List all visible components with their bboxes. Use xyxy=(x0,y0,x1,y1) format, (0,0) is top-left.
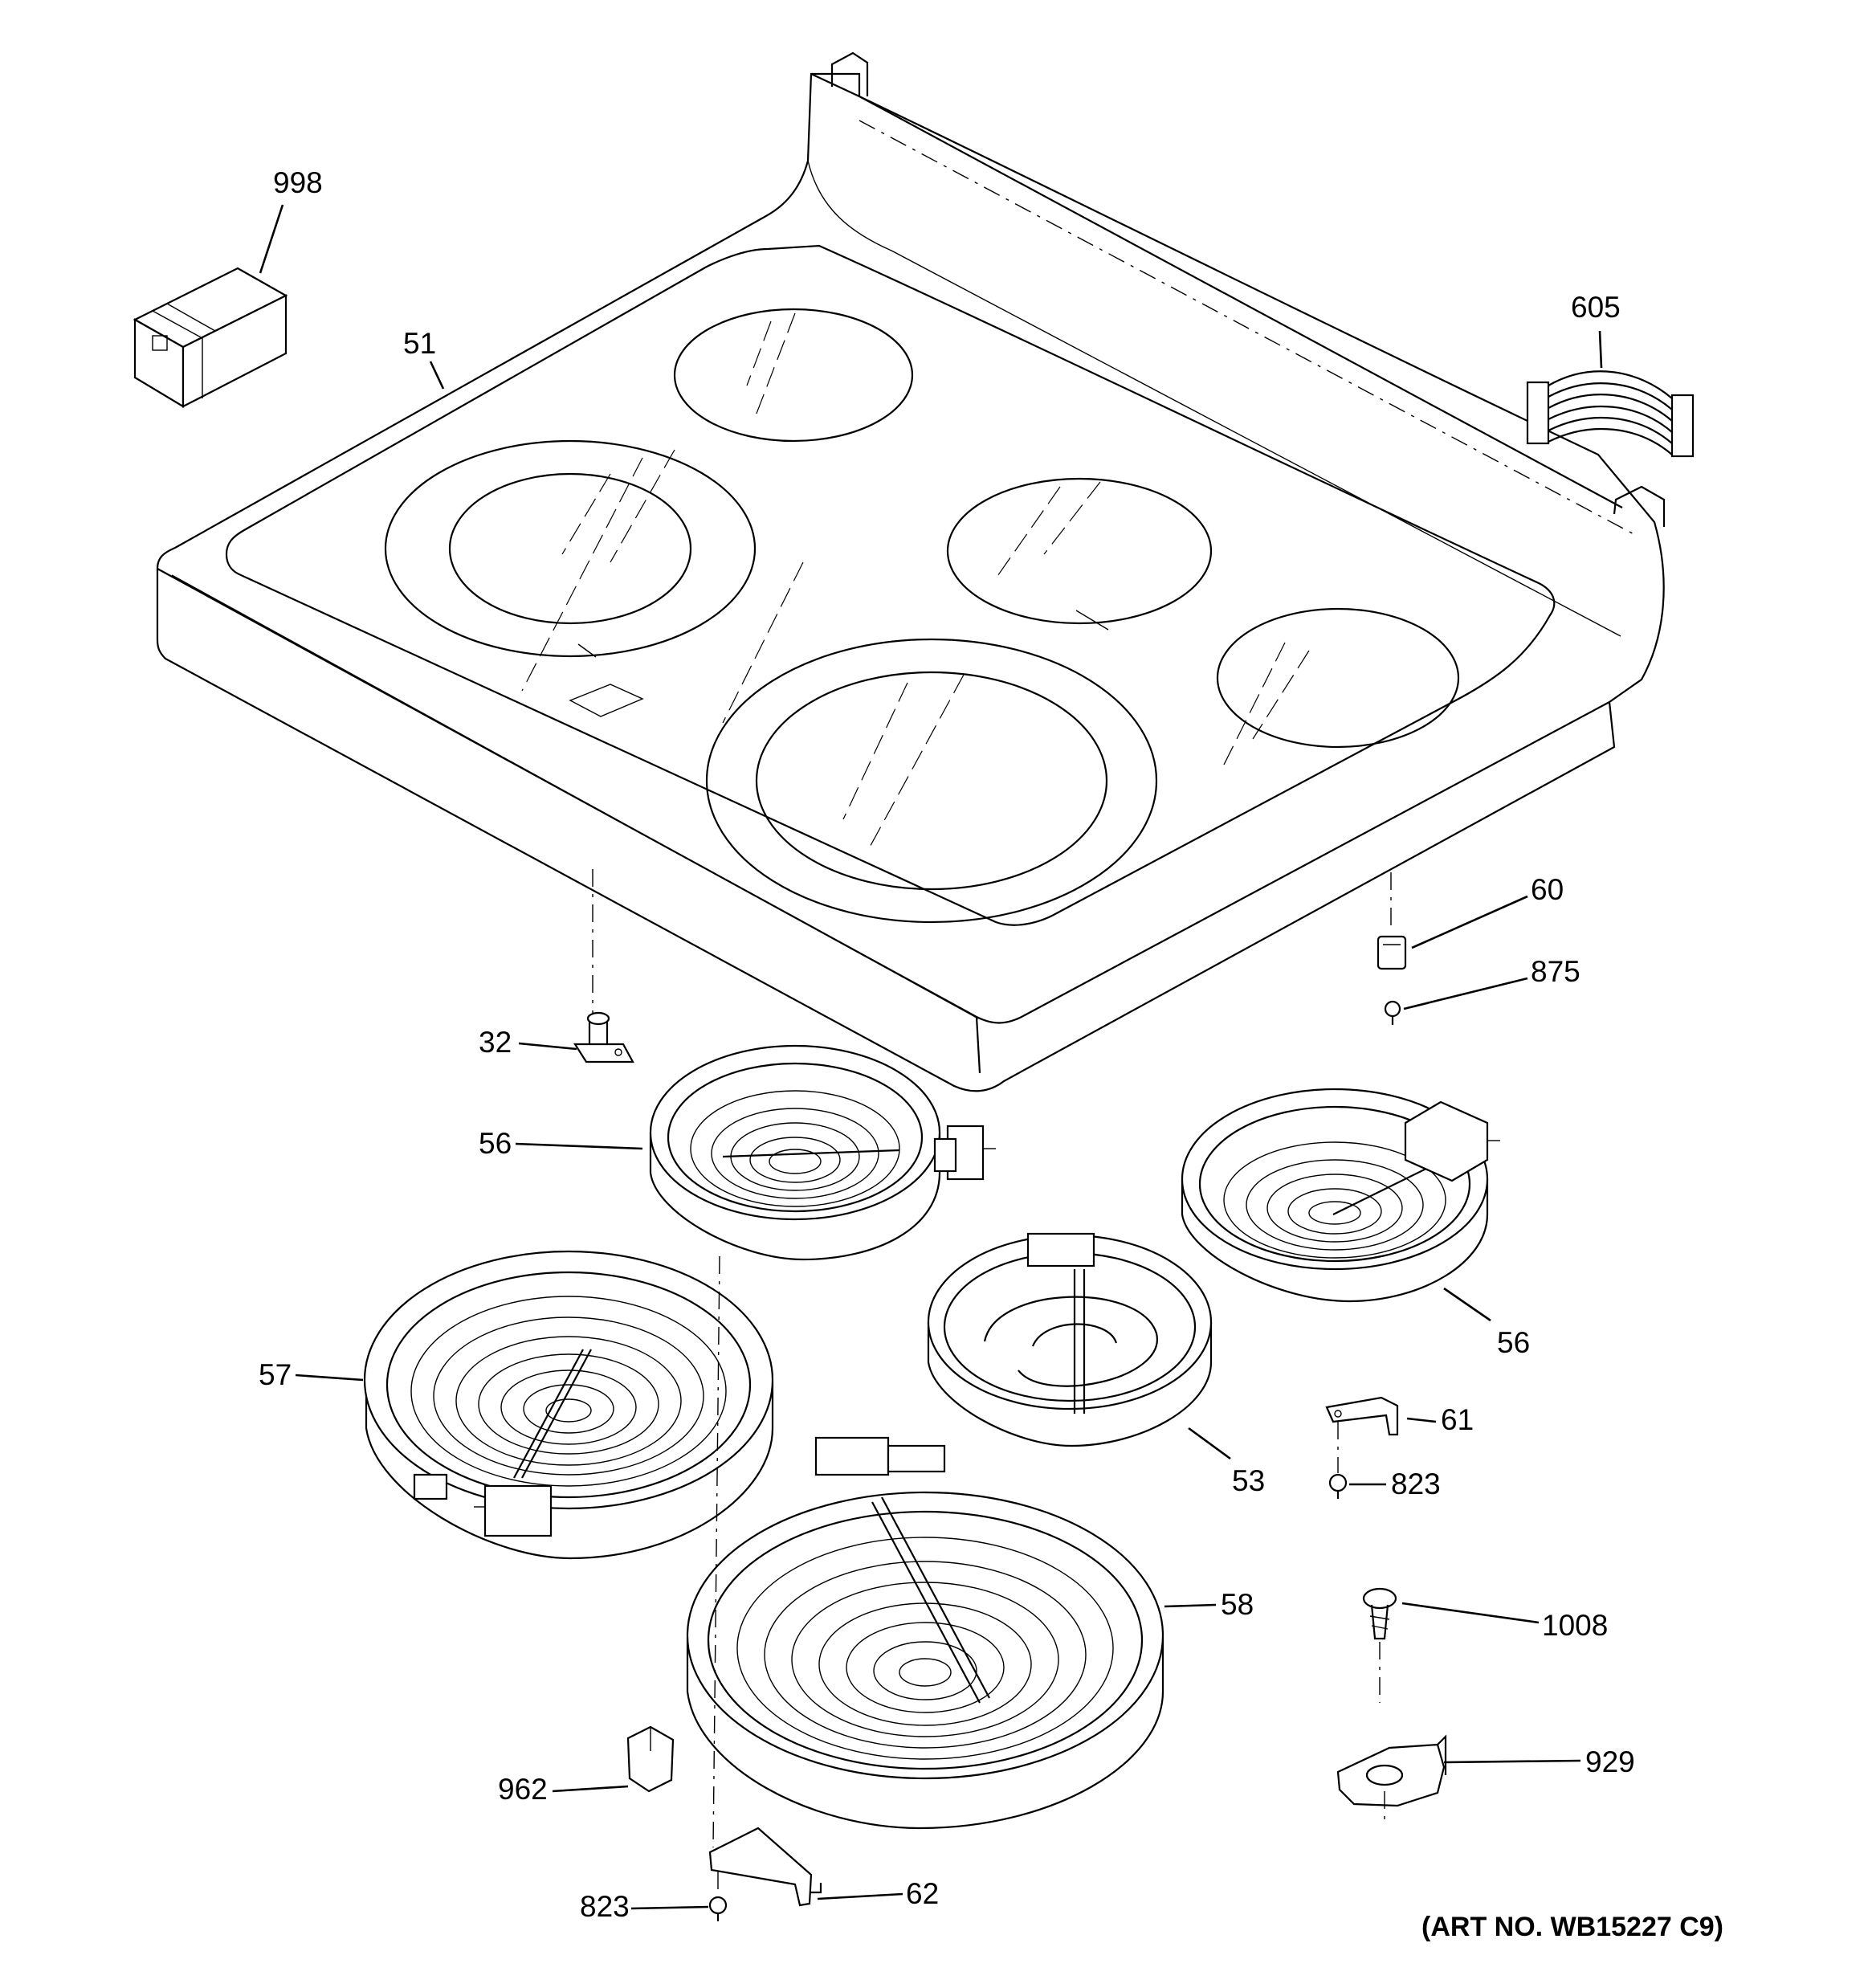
part-605-harness xyxy=(1526,370,1695,458)
part-51-cooktop xyxy=(156,51,1666,1092)
callout-56-left: 56 xyxy=(479,1127,512,1160)
callout-61: 61 xyxy=(1441,1403,1474,1436)
art-number: (ART NO. WB15227 C9) xyxy=(1421,1912,1723,1942)
part-998-box xyxy=(133,267,288,408)
callout-998: 998 xyxy=(273,166,323,199)
callout-58: 58 xyxy=(1221,1588,1254,1621)
part-53-element xyxy=(927,1232,1213,1447)
callout-51: 51 xyxy=(403,327,436,360)
callout-32: 32 xyxy=(479,1026,512,1059)
callout-56-right: 56 xyxy=(1497,1326,1530,1359)
part-57-element xyxy=(363,1250,774,1560)
part-823-screw-left xyxy=(708,1255,728,1921)
part-875-screw xyxy=(1384,1000,1401,1025)
callout-1008: 1008 xyxy=(1542,1609,1608,1642)
callout-60: 60 xyxy=(1531,873,1564,906)
part-62-bracket xyxy=(708,1827,822,1907)
callout-53: 53 xyxy=(1232,1464,1265,1497)
callout-605: 605 xyxy=(1571,291,1621,324)
callout-62: 62 xyxy=(906,1877,939,1910)
part-32-limiter xyxy=(573,1011,634,1063)
part-56-element-right xyxy=(1181,1088,1500,1303)
part-60-clip xyxy=(1377,935,1407,970)
part-58-element xyxy=(686,1436,1164,1830)
callout-57: 57 xyxy=(259,1358,292,1391)
part-61-bracket xyxy=(1325,1396,1399,1436)
part-929-bracket xyxy=(1336,1734,1447,1823)
part-1008-screw xyxy=(1362,1587,1397,1703)
callout-929: 929 xyxy=(1585,1745,1635,1778)
leader-lines xyxy=(259,204,1603,1910)
part-962-clip xyxy=(626,1725,675,1793)
callout-823-right: 823 xyxy=(1391,1468,1441,1500)
part-823-screw-right xyxy=(1328,1422,1348,1499)
callout-962: 962 xyxy=(498,1773,548,1806)
part-56-element-left xyxy=(649,1044,996,1261)
callout-875: 875 xyxy=(1531,955,1580,988)
callout-823-left: 823 xyxy=(580,1890,630,1923)
